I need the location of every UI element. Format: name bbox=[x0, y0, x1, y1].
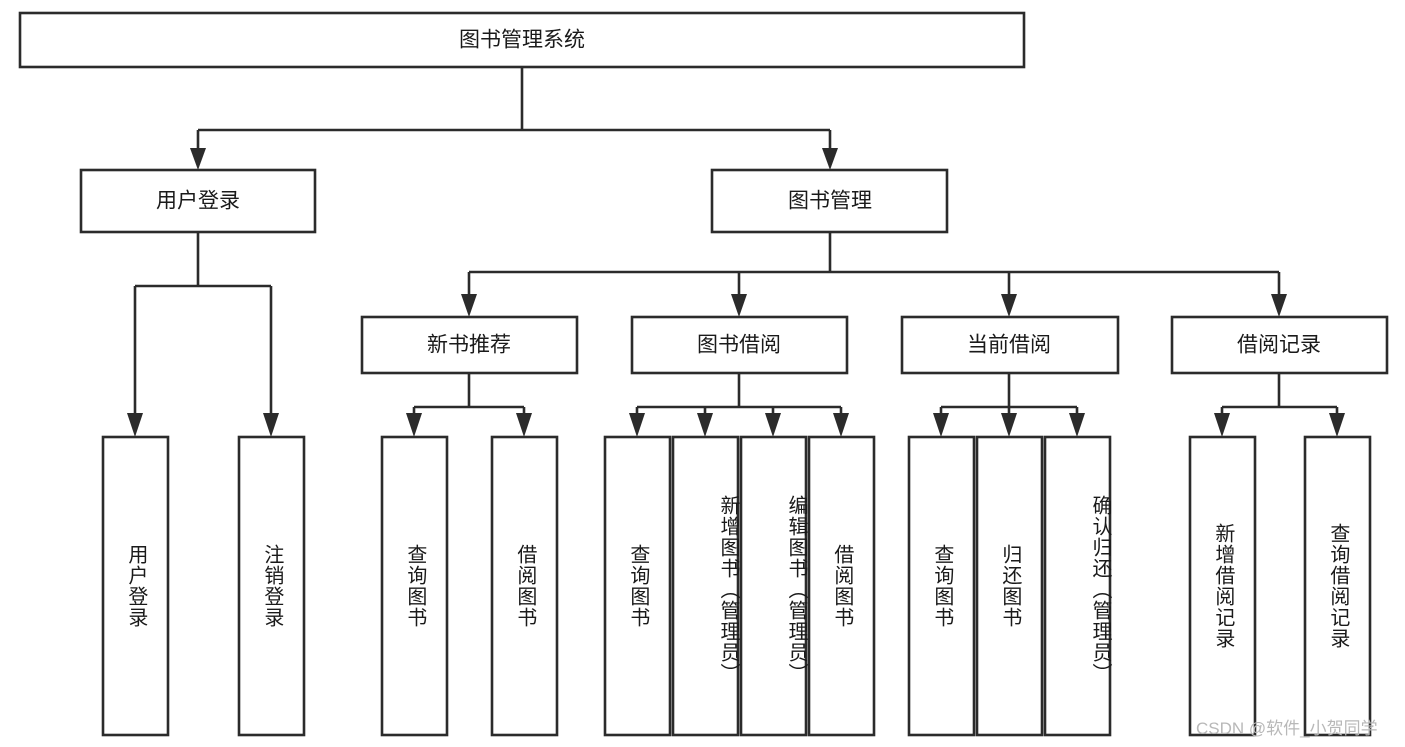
leaf-box-query-record[interactable] bbox=[1303, 435, 1372, 737]
node-box bbox=[630, 315, 849, 375]
node-label: 图书管理系统 bbox=[459, 29, 585, 52]
node-label: 借阅记录 bbox=[1237, 334, 1321, 357]
node-book-borrow[interactable]: 图书借阅 bbox=[630, 315, 849, 375]
arrow-head-icon bbox=[1001, 413, 1017, 437]
leaf-box-confirm-return[interactable] bbox=[1043, 435, 1112, 737]
arrow-head-icon bbox=[731, 294, 747, 317]
leaf-box-logout[interactable] bbox=[237, 435, 306, 737]
leaf-box-user-login[interactable] bbox=[101, 435, 170, 737]
node-box bbox=[18, 11, 1026, 69]
connector-newbook-to-leaves bbox=[406, 373, 532, 437]
arrow-head-icon bbox=[263, 413, 279, 437]
arrow-head-icon bbox=[933, 413, 949, 437]
node-box bbox=[710, 168, 949, 234]
connector-bookmgmt-to-level3 bbox=[461, 232, 1287, 317]
leaf-box-add-book[interactable] bbox=[671, 435, 740, 737]
arrow-head-icon bbox=[1271, 294, 1287, 317]
leaf-box-borrow-book-nb[interactable] bbox=[490, 435, 559, 737]
node-new-book-recommend[interactable]: 新书推荐 bbox=[360, 315, 579, 375]
leaf-box-edit-book[interactable] bbox=[739, 435, 808, 737]
arrow-head-icon bbox=[461, 294, 477, 317]
arrow-head-icon bbox=[1069, 413, 1085, 437]
leaf-box-query-book-nb[interactable] bbox=[380, 435, 449, 737]
leaf-box-borrow-book-bb[interactable] bbox=[807, 435, 876, 737]
arrow-head-icon bbox=[1214, 413, 1230, 437]
node-label: 当前借阅 bbox=[967, 334, 1051, 357]
node-box bbox=[1170, 315, 1389, 375]
leaf-box-query-book-bb[interactable] bbox=[603, 435, 672, 737]
node-current-borrow[interactable]: 当前借阅 bbox=[900, 315, 1120, 375]
node-label: 图书管理 bbox=[788, 190, 872, 213]
node-label: 用户登录 bbox=[156, 190, 240, 213]
arrow-head-icon bbox=[406, 413, 422, 437]
leaf-box-query-book-cb[interactable] bbox=[907, 435, 976, 737]
node-borrow-record[interactable]: 借阅记录 bbox=[1170, 315, 1389, 375]
arrow-head-icon bbox=[697, 413, 713, 437]
arrow-head-icon bbox=[629, 413, 645, 437]
node-box bbox=[79, 168, 317, 234]
connector-root-to-level2 bbox=[190, 67, 838, 170]
leaf-box-return-book[interactable] bbox=[975, 435, 1044, 737]
connector-userlogin-to-leaves bbox=[127, 232, 279, 437]
node-label: 新书推荐 bbox=[427, 334, 511, 357]
arrow-head-icon bbox=[516, 413, 532, 437]
node-box bbox=[900, 315, 1120, 375]
node-box bbox=[360, 315, 579, 375]
arrow-head-icon bbox=[1001, 294, 1017, 317]
watermark: CSDN @软件_小贺同学 bbox=[1196, 719, 1378, 738]
arrow-head-icon bbox=[127, 413, 143, 437]
node-book-management[interactable]: 图书管理 bbox=[710, 168, 949, 234]
leaf-box-add-record[interactable] bbox=[1188, 435, 1257, 737]
node-root-system[interactable]: 图书管理系统 bbox=[18, 11, 1026, 69]
connector-borrowrecord-to-leaves bbox=[1214, 373, 1345, 437]
arrow-head-icon bbox=[190, 148, 206, 170]
connector-currentborrow-to-leaves bbox=[933, 373, 1085, 437]
arrow-head-icon bbox=[833, 413, 849, 437]
arrow-head-icon bbox=[822, 148, 838, 170]
node-label: 图书借阅 bbox=[697, 334, 781, 357]
connector-bookborrow-to-leaves bbox=[629, 373, 849, 437]
arrow-head-icon bbox=[765, 413, 781, 437]
arrow-head-icon bbox=[1329, 413, 1345, 437]
node-user-login[interactable]: 用户登录 bbox=[79, 168, 317, 234]
